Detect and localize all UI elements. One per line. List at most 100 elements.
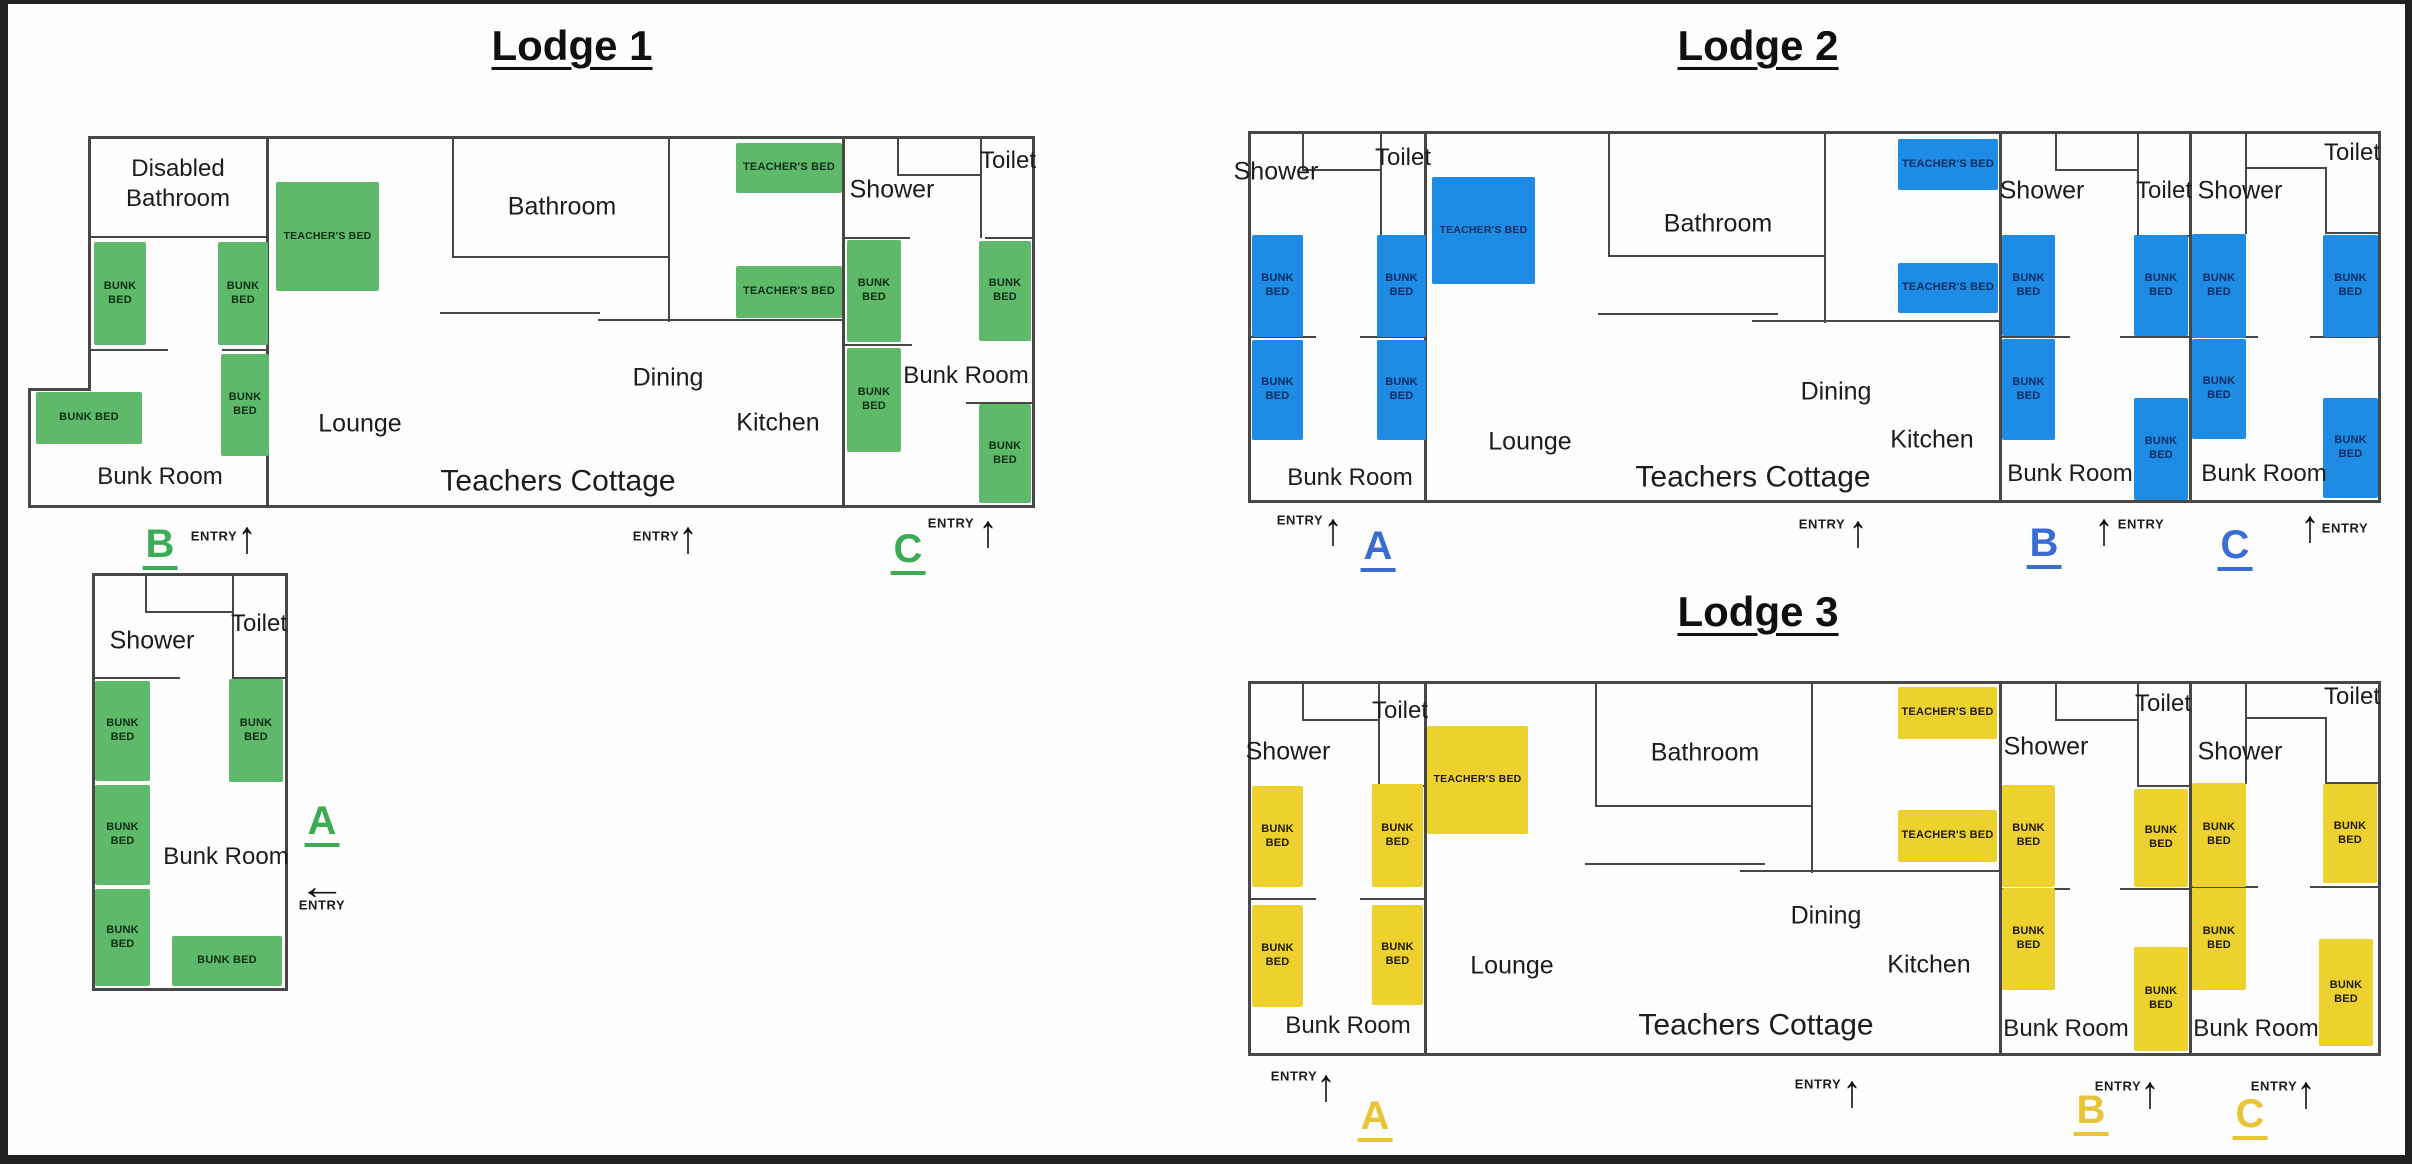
bed-label: TEACHER'S BED [742,285,835,298]
room-label-bunk-room: Bunk Room [163,843,289,870]
bunk-bed: BUNK BED [979,241,1031,341]
wall [1360,336,1426,338]
lodge-1-title: Lodge 1 [491,22,653,69]
entry-up-arrow-icon: ↑ [978,506,998,558]
wall [2325,782,2379,784]
room-label-kitchen: Kitchen [1887,950,1971,979]
entry-up-arrow-icon: ↑ [1316,1060,1336,1112]
bed-label: BUNK BED [226,279,260,306]
wall [88,236,268,238]
bed-label: TEACHER'S BED [1439,223,1528,236]
wall [1811,681,1813,873]
bunk-bed: BUNK BED [2002,339,2055,440]
room-label-bunk-room: Bunk Room [2201,460,2327,487]
wall [92,573,288,576]
entry-up-arrow-icon: ↑ [2300,501,2320,553]
room-label-bunk-room: Bunk Room [1285,1012,1411,1039]
bed-label: BUNK BED [1381,821,1414,848]
bed-label: BUNK BED [2144,985,2178,1011]
bed-label: TEACHER'S BED [283,229,372,242]
entry-label: ENTRY [1798,516,1846,532]
bed-label: TEACHER'S BED [1901,706,1994,719]
room-label-disabled-bathroom: Disabled Bathroom [125,155,231,212]
wall [92,988,288,991]
wall [1248,131,1251,503]
wall [232,573,234,679]
room-label-toilet: Toilet [1371,697,1429,724]
wall [232,677,287,679]
wall [1248,681,2381,684]
section-letter-c: C [2217,525,2253,571]
bed-label: BUNK BED [106,923,139,950]
bed-label: BUNK BED [2144,435,2178,461]
room-label-lounge: Lounge [318,409,402,438]
bunk-bed: BUNK BED [218,242,268,345]
bunk-bed: BUNK BED [1377,235,1426,337]
bunk-bed: BUNK BED [1252,786,1303,887]
bunk-bed: BUNK BED [36,392,142,444]
wall [2190,886,2258,888]
wall [2189,681,2192,1056]
bunk-bed: BUNK BED [847,240,901,342]
bed-label: TEACHER'S BED [1901,281,1994,294]
bed-label: BUNK BED [2012,822,2045,848]
entry-up-arrow-icon: ↑ [2140,1067,2160,1119]
bunk-bed: BUNK BED [2323,235,2378,337]
bed-label: BUNK BED [2012,271,2045,298]
lodge-3-title: Lodge 3 [1677,588,1839,635]
bed-label: BUNK BED [2144,271,2178,298]
wall [88,349,168,351]
bunk-bed: BUNK BED [2134,789,2188,887]
entry-up-arrow-icon: ↑ [1842,1066,1862,1118]
room-label-shower: Shower [1245,737,1331,766]
bunk-bed: BUNK BED [2134,947,2188,1051]
wall [145,573,147,613]
room-label-shower: Shower [2197,737,2283,766]
wall [2120,336,2190,338]
section-letter-b: B [142,524,178,570]
section-letter-a: A [1360,526,1396,572]
bunk-bed: BUNK BED [979,404,1031,503]
room-label-shower: Shower [1999,176,2085,205]
wall [92,677,180,679]
wall [1248,898,1316,900]
teachers-bed: TEACHER'S BED [1427,726,1528,834]
room-label-shower: Shower [109,626,195,655]
bed-label: TEACHER'S BED [1901,829,1994,842]
screenshot-frame-bottom [0,1155,2412,1164]
wall [2137,131,2139,237]
section-letter-c: C [890,529,926,575]
bunk-bed: BUNK BED [2134,235,2188,336]
wall [2245,167,2327,169]
bed-label: BUNK BED [857,277,891,303]
wall [1302,681,1304,721]
bed-label: BUNK BED [239,716,273,743]
wall [598,319,844,321]
bed-label: BUNK BED [988,277,1022,303]
wall [842,136,845,508]
bed-label: BUNK BED [103,279,137,306]
wall [2325,232,2379,234]
bed-label: BUNK BED [106,717,139,743]
wall [2378,131,2381,503]
wall [88,136,270,139]
entry-label: ENTRY [2117,516,2165,532]
wall [1999,131,2002,503]
bunk-bed: BUNK BED [1252,235,1303,337]
wall [668,136,670,322]
wall [1595,681,1597,807]
wall [1248,500,2381,503]
wall [1248,131,2381,134]
teachers-bed: TEACHER'S BED [1898,139,1998,190]
bed-label: BUNK BED [988,439,1022,466]
wall [2189,131,2192,503]
bed-label: BUNK BED [106,821,139,847]
bed-label: BUNK BED [1261,942,1294,968]
bed-label: BUNK BED [1261,376,1294,402]
wall [222,349,268,351]
room-label-shower: Shower [1233,157,1319,186]
entry-left-arrow-icon: ← [298,866,346,908]
section-letter-b: B [2026,523,2062,569]
wall [1248,681,1251,1056]
bunk-bed: BUNK BED [95,889,150,986]
